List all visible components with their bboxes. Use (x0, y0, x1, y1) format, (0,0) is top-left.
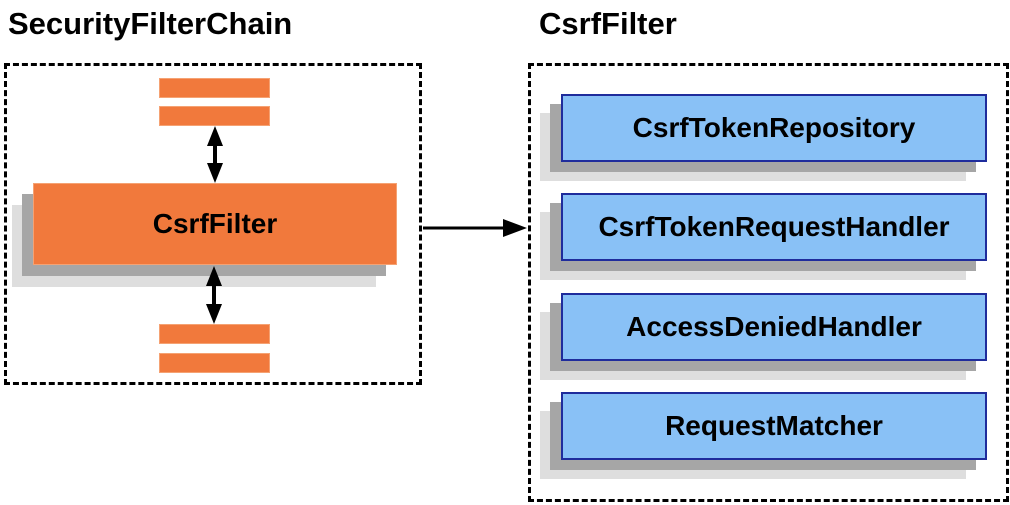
filter-placeholder-bar (159, 106, 270, 126)
csrf-filter-box: CsrfFilter (33, 183, 397, 265)
component-box-csrf-token-request-handler: CsrfTokenRequestHandler (561, 193, 987, 261)
csrf-filter-box-label: CsrfFilter (152, 208, 278, 239)
filter-placeholder-bar (159, 324, 270, 344)
csrf-filter-title: CsrfFilter (539, 6, 677, 41)
filter-placeholder-bar (159, 78, 270, 98)
security-filter-chain-container (4, 63, 422, 385)
filter-placeholder-bar (159, 353, 270, 373)
component-box-access-denied-handler: AccessDeniedHandler (561, 293, 987, 361)
component-label: AccessDeniedHandler (626, 311, 922, 342)
component-box-request-matcher: RequestMatcher (561, 392, 987, 460)
connector-arrow-icon (423, 219, 527, 237)
csrf-filter-container (528, 63, 1009, 502)
component-label: RequestMatcher (665, 410, 883, 441)
component-label: CsrfTokenRepository (632, 112, 916, 143)
component-label: CsrfTokenRequestHandler (598, 211, 950, 242)
component-box-csrf-token-repository: CsrfTokenRepository (561, 94, 987, 162)
security-filter-chain-title: SecurityFilterChain (8, 6, 293, 41)
